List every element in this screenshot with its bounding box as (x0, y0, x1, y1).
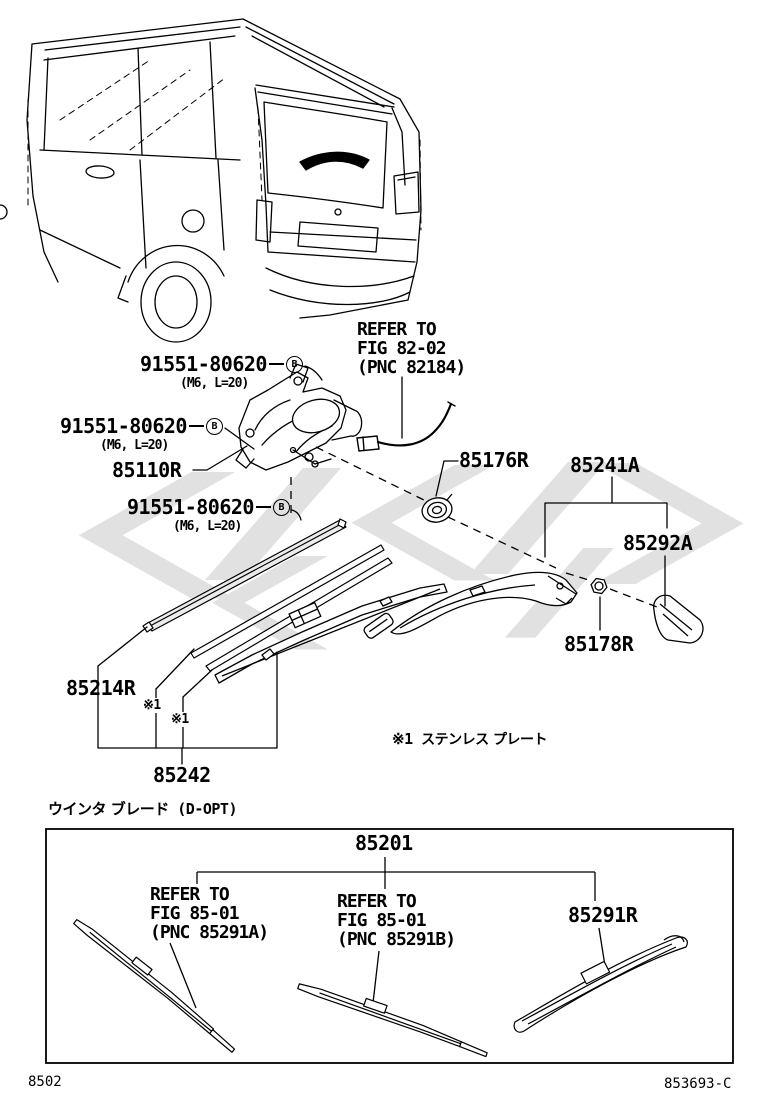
winter-blade-1-drawing (73, 918, 236, 1053)
bolt-1-part-number: 91551-80620 (140, 352, 267, 376)
winter-title-japanese: ウインタ ブレード (48, 800, 169, 818)
refer-fig82-line2: FIG 82-02 (357, 338, 447, 359)
refer-fig85-a-line1: REFER TO (150, 884, 230, 905)
bolt-2-part-number: 91551-80620 (60, 414, 187, 438)
bolt-3-label: 91551-80620 B (127, 495, 290, 519)
stainless-plate-footnote: ※1 ステンレス プレート (392, 729, 548, 749)
vehicle-rear-drawing (0, 18, 422, 343)
bolt-3-spec: (M6, L=20) (173, 519, 242, 534)
winter-blade-2-drawing (297, 983, 488, 1058)
pivot-cap-part-label: 85292A (623, 531, 693, 555)
refer-fig85-b-line2: FIG 85-01 (337, 910, 427, 931)
grommet-drawing (421, 493, 453, 523)
wiper-arm-drawing (363, 571, 578, 639)
assembly-center-lines (290, 446, 658, 608)
bolt-1-connector-dash (268, 363, 284, 365)
refer-fig85-a-line3: (PNC 85291A) (150, 922, 269, 943)
arm-part-label: 85241A (570, 453, 640, 477)
bolt-1-spec: (M6, L=20) (180, 376, 249, 391)
winter-title-option: (D-OPT) (177, 800, 237, 818)
refer-fig82-note: REFER TO FIG 82-02 (PNC 82184) (357, 319, 466, 378)
footnote-ref-mark: ※1 (392, 730, 413, 748)
nut-part-label: 85178R (564, 632, 634, 656)
winter-blade-r-part-label: 85291R (568, 903, 638, 927)
winter-assembly-part-label: 85201 (355, 831, 413, 855)
refer-fig82-line1: REFER TO (357, 319, 437, 340)
bolt-3-circled-b-marker: B (272, 498, 290, 516)
blade-assembly-part-label: 85242 (153, 763, 211, 787)
bolt-1-label: 91551-80620 B (140, 352, 303, 376)
refer-fig85-b-line1: REFER TO (337, 891, 417, 912)
winter-blade-3-drawing (513, 935, 688, 1033)
grommet-part-label: 85176R (459, 448, 529, 472)
bolt-3-connector-dash (255, 506, 271, 508)
bolt-2-connector-dash (188, 425, 204, 427)
refer-fig85-b-line3: (PNC 85291B) (337, 929, 456, 950)
bolt-3-part-number: 91551-80620 (127, 495, 254, 519)
figure-code: 853693-C (664, 1076, 732, 1092)
page-number: 8502 (28, 1074, 62, 1090)
refer-fig82-line3: (PNC 82184) (357, 357, 466, 378)
wiper-motor-drawing (235, 363, 363, 471)
refer-fig85-b-note: REFER TO FIG 85-01 (PNC 85291B) (337, 891, 456, 950)
leader-lines (97, 365, 668, 765)
footnote-mark-1: ※1 (142, 698, 162, 713)
blade-assembly-drawing (214, 583, 448, 684)
bolt-2-circled-b-marker: B (205, 417, 223, 435)
footnote-mark-2: ※1 (170, 712, 190, 727)
bolt-2-label: 91551-80620 B (60, 414, 223, 438)
bolt-2-spec: (M6, L=20) (100, 438, 169, 453)
backing-plate-part-label: 85214R (66, 676, 136, 700)
bolt-1-circled-b-marker: B (285, 355, 303, 373)
refer-fig85-a-note: REFER TO FIG 85-01 (PNC 85291A) (150, 884, 269, 943)
winter-option-box (45, 828, 734, 1064)
nut-drawing (590, 577, 608, 595)
motor-part-label: 85110R (112, 458, 182, 482)
harness-connector-drawing (356, 401, 456, 452)
pivot-cap-drawing (653, 594, 704, 644)
footnote-text: ステンレス プレート (421, 732, 548, 748)
winter-section-title: ウインタ ブレード (D-OPT) (48, 798, 237, 819)
refer-fig85-a-line2: FIG 85-01 (150, 903, 240, 924)
